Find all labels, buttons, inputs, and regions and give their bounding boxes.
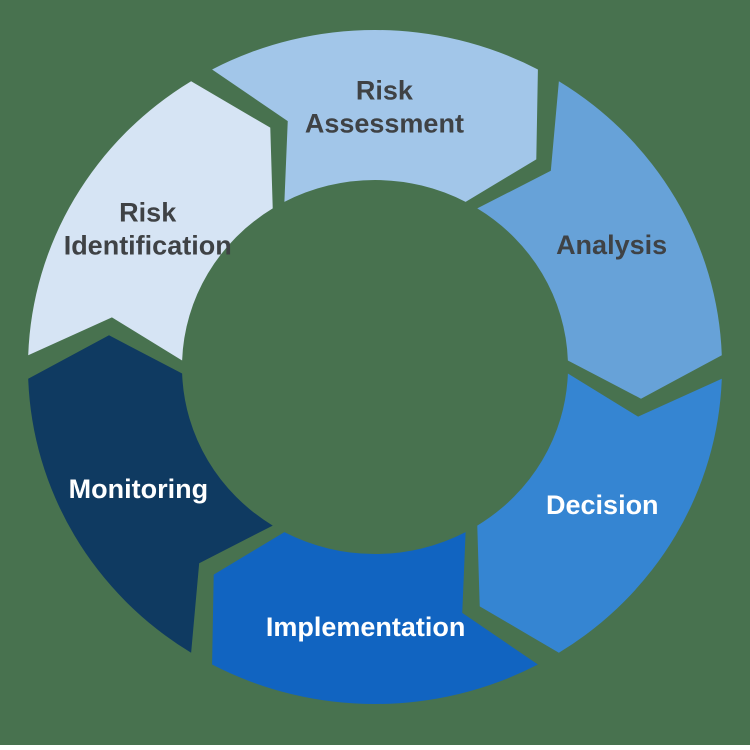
segment-label-line: Analysis <box>556 230 667 260</box>
segment-label-line: Implementation <box>266 612 466 642</box>
segment-label-line: Decision <box>546 490 659 520</box>
segment-risk-identification <box>28 81 273 361</box>
segment-label-line: Identification <box>64 231 232 261</box>
segment-label-line: Risk <box>119 198 177 228</box>
segment-monitoring <box>28 335 273 653</box>
segment-decision <box>477 373 722 653</box>
segment-label-line: Assessment <box>305 109 464 139</box>
segment-analysis <box>477 81 722 399</box>
segment-label-analysis: Analysis <box>556 230 667 260</box>
segment-label-line: Monitoring <box>69 474 208 504</box>
segment-implementation <box>212 532 538 704</box>
segment-label-decision: Decision <box>546 490 659 520</box>
segment-risk-assessment <box>212 30 538 202</box>
segment-label-implementation: Implementation <box>266 612 466 642</box>
segment-label-line: Risk <box>356 76 414 106</box>
segment-label-monitoring: Monitoring <box>69 474 208 504</box>
